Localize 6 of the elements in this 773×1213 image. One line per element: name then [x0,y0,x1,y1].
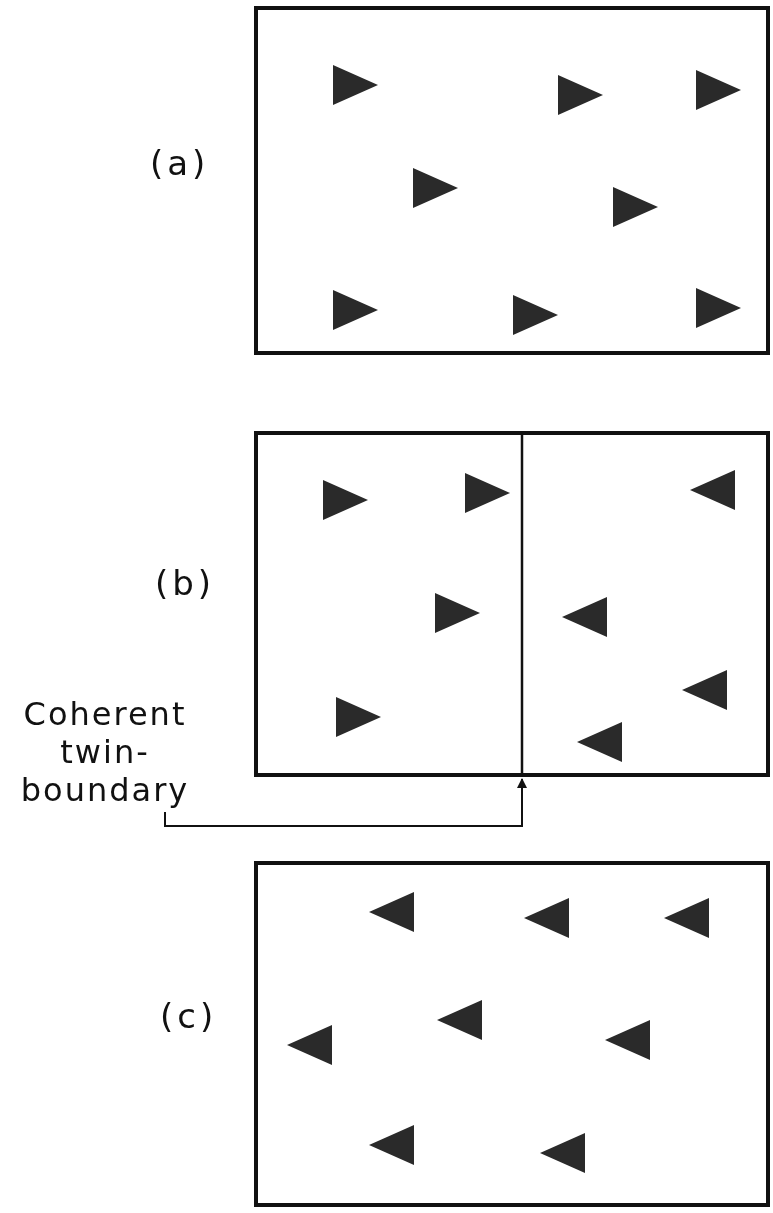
panel-label: (b) [155,563,216,603]
leader-line [164,778,527,827]
callout-text: Coherent twin- boundary [0,695,210,809]
twin-boundary-line [520,435,524,773]
panel-label: (a) [150,143,210,183]
panel-label: (c) [160,996,218,1036]
